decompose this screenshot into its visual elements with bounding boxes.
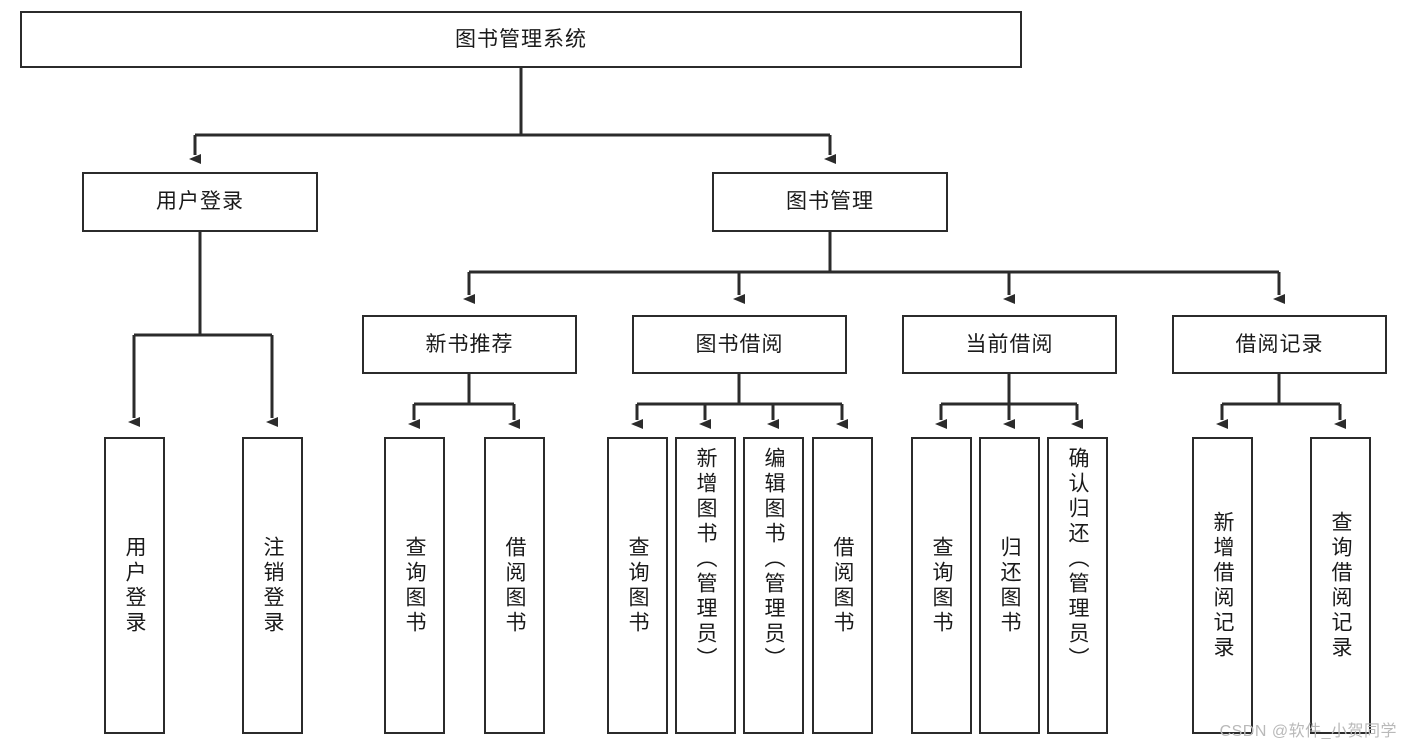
node-book-manage-label: 图书管理: [786, 190, 874, 214]
leaf-query-book-1-label: 查询图书: [403, 535, 426, 636]
node-book-manage[interactable]: 图书管理: [712, 172, 948, 232]
leaf-return-book[interactable]: 归还图书: [979, 437, 1040, 734]
leaf-user-login[interactable]: 用户登录: [104, 437, 165, 734]
node-book-borrow-label: 图书借阅: [695, 332, 784, 356]
node-user-login-label: 用户登录: [156, 190, 244, 214]
leaf-borrow-book-1-label: 借阅图书: [503, 535, 526, 636]
leaf-add-record[interactable]: 新增借阅记录: [1192, 437, 1253, 734]
node-current-borrow[interactable]: 当前借阅: [902, 315, 1117, 374]
node-user-login[interactable]: 用户登录: [82, 172, 318, 232]
leaf-user-login-label: 用户登录: [123, 535, 146, 636]
leaf-query-book-1[interactable]: 查询图书: [384, 437, 445, 734]
node-root[interactable]: 图书管理系统: [20, 11, 1022, 68]
node-root-label: 图书管理系统: [455, 27, 587, 51]
leaf-query-record[interactable]: 查询借阅记录: [1310, 437, 1371, 734]
leaf-borrow-book-2-label: 借阅图书: [831, 535, 854, 636]
leaf-query-book-3-label: 查询图书: [930, 535, 953, 636]
node-current-borrow-label: 当前借阅: [965, 332, 1054, 356]
leaf-query-record-label: 查询借阅记录: [1329, 510, 1352, 661]
leaf-add-record-label: 新增借阅记录: [1211, 510, 1234, 661]
leaf-query-book-3[interactable]: 查询图书: [911, 437, 972, 734]
leaf-confirm-return[interactable]: 确认归还（管理员）: [1047, 437, 1108, 734]
leaf-return-book-label: 归还图书: [998, 535, 1021, 636]
leaf-query-book-2-label: 查询图书: [626, 535, 649, 636]
node-borrow-record-label: 借阅记录: [1235, 332, 1324, 356]
leaf-edit-book[interactable]: 编辑图书（管理员）: [743, 437, 804, 734]
leaf-logout[interactable]: 注销登录: [242, 437, 303, 734]
node-new-book-rec[interactable]: 新书推荐: [362, 315, 577, 374]
leaf-logout-label: 注销登录: [261, 535, 284, 636]
leaf-edit-book-label: 编辑图书（管理员）: [762, 447, 785, 672]
leaf-borrow-book-1[interactable]: 借阅图书: [484, 437, 545, 734]
leaf-add-book-label: 新增图书（管理员）: [694, 447, 717, 672]
leaf-add-book[interactable]: 新增图书（管理员）: [675, 437, 736, 734]
leaf-confirm-return-label: 确认归还（管理员）: [1066, 447, 1089, 672]
leaf-query-book-2[interactable]: 查询图书: [607, 437, 668, 734]
node-borrow-record[interactable]: 借阅记录: [1172, 315, 1387, 374]
leaf-borrow-book-2[interactable]: 借阅图书: [812, 437, 873, 734]
node-book-borrow[interactable]: 图书借阅: [632, 315, 847, 374]
csdn-watermark: CSDN @软件_小贺同学: [1219, 723, 1397, 740]
node-new-book-rec-label: 新书推荐: [425, 332, 514, 356]
